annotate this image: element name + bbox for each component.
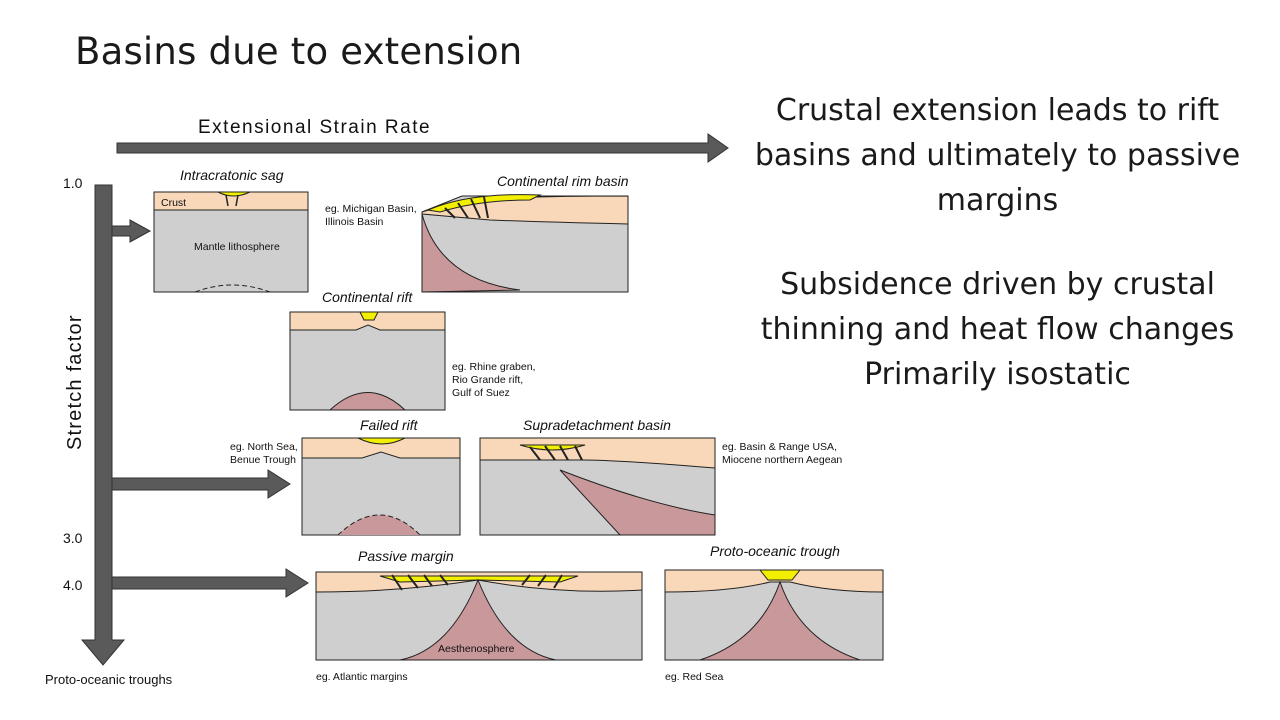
panel-passive-margin: Passive margin Aesthenosphere (315, 548, 643, 661)
example-north-sea: eg. North Sea,Benue Trough (230, 441, 298, 466)
branch-arrow-1 (111, 219, 152, 243)
example-rhine: eg. Rhine graben,Rio Grande rift,Gulf of… (452, 361, 535, 399)
mantle-label: Mantle lithosphere (194, 241, 280, 253)
title-failed-rift: Failed rift (360, 417, 419, 433)
strain-rate-arrow (116, 133, 729, 163)
x-axis-label: Extensional Strain Rate (198, 117, 431, 138)
y-tick-4: 4.0 (63, 577, 83, 593)
y-bottom-label: Proto-oceanic troughs (45, 672, 173, 687)
branch-arrow-2 (111, 469, 291, 499)
crust-label: Crust (161, 197, 186, 209)
example-michigan: eg. Michigan Basin,Illinois Basin (325, 203, 417, 228)
title-intracratonic: Intracratonic sag (180, 167, 284, 183)
branch-arrow-3 (111, 568, 309, 598)
slide-title: Basins due to extension (75, 30, 523, 73)
example-atlantic: eg. Atlantic margins (316, 671, 408, 683)
example-red-sea: eg. Red Sea (665, 671, 724, 683)
title-passive-margin: Passive margin (358, 548, 454, 564)
title-supradetachment: Supradetachment basin (523, 417, 671, 433)
y-tick-1: 1.0 (63, 175, 83, 191)
y-tick-3: 3.0 (63, 530, 83, 546)
panel-supradetachment: Supradetachment basin (479, 417, 716, 536)
example-basin-range: eg. Basin & Range USA,Miocene northern A… (722, 441, 842, 466)
stretch-factor-arrow (80, 184, 126, 666)
panel-failed-rift: Failed rift (301, 417, 461, 536)
panel-continental-rim: Continental rim basin (421, 173, 629, 293)
example-michigan-text: eg. Michigan Basin,Illinois Basin (325, 203, 417, 228)
text-block-subsidence: Subsidence driven by crustal thinning an… (760, 267, 1235, 392)
title-proto-oceanic: Proto-oceanic trough (710, 543, 840, 559)
panel-intracratonic-sag: Intracratonic sag Crust Mantle lithosphe… (153, 167, 309, 293)
text-block-extension: Crustal extension leads to rift basins a… (754, 93, 1241, 218)
asthenosphere-label: Aesthenosphere (438, 643, 515, 655)
panel-proto-oceanic: Proto-oceanic trough (664, 543, 884, 661)
y-axis-label: Stretch factor (64, 314, 86, 450)
panel-continental-rift: Continental rift (289, 289, 446, 411)
title-continental-rim: Continental rim basin (497, 173, 629, 189)
title-continental-rift: Continental rift (322, 289, 413, 305)
